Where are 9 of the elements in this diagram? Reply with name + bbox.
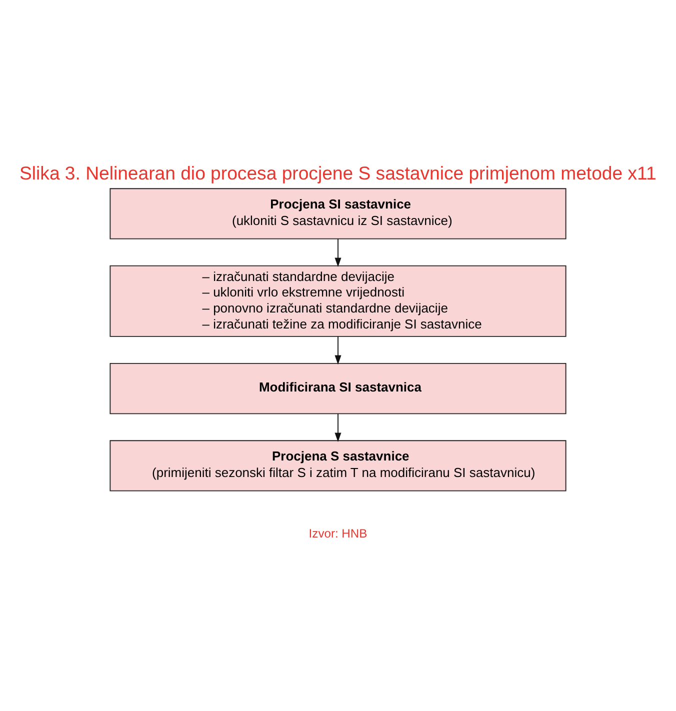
node-box: Modificirana SI sastavnica	[110, 362, 566, 414]
arrow	[334, 238, 342, 267]
node-box: Procjena S sastavnice (primijeniti sezonski filtar S i zatim T na modificiranu SI sastavnicu)	[110, 440, 566, 491]
node-box: Procjena SI sastavnice (ukloniti S sastavnicu iz SI sastavnice)	[110, 188, 566, 239]
arrow	[334, 412, 342, 442]
diagram-title: Slika 3. Nelinearan dio procesa procjene S sastavnice primjenom metode x11	[20, 162, 656, 183]
node-box: – izračunati standardne devijacije – ukloniti vrlo ekstremne vrijednosti – ponovno izračunati standardne devijacije – izračunati težine za modificiranje SI sastavnice	[110, 264, 566, 336]
arrow	[334, 336, 342, 364]
label: Izvor: HNB	[308, 526, 368, 540]
